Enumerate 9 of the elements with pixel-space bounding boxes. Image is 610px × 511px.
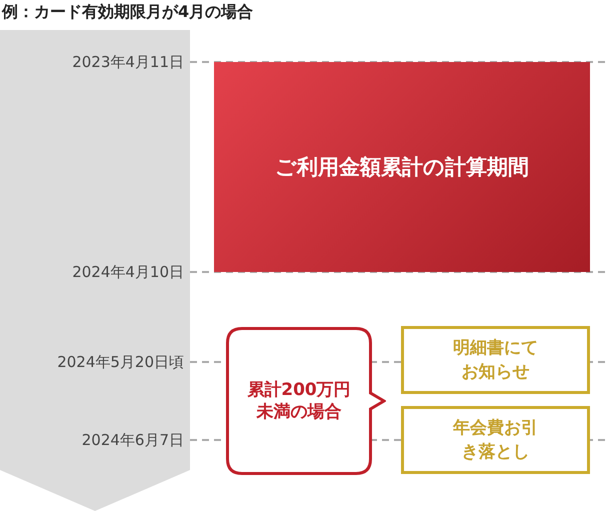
result-box: 年会費お引き落とし xyxy=(401,406,590,474)
date-label: 2024年6月7日 xyxy=(82,431,184,449)
date-label: 2023年4月11日 xyxy=(72,53,184,71)
result-box: 明細書にてお知らせ xyxy=(401,326,590,394)
date-label: 2024年4月10日 xyxy=(72,263,184,281)
period-box: ご利用金額累計の計算期間 xyxy=(214,62,590,272)
date-label: 2024年5月20日頃 xyxy=(57,353,184,371)
title: 例：カード有効期限月が4月の場合 xyxy=(2,2,254,23)
speech-bubble: 累計200万円未満の場合 xyxy=(226,327,386,475)
